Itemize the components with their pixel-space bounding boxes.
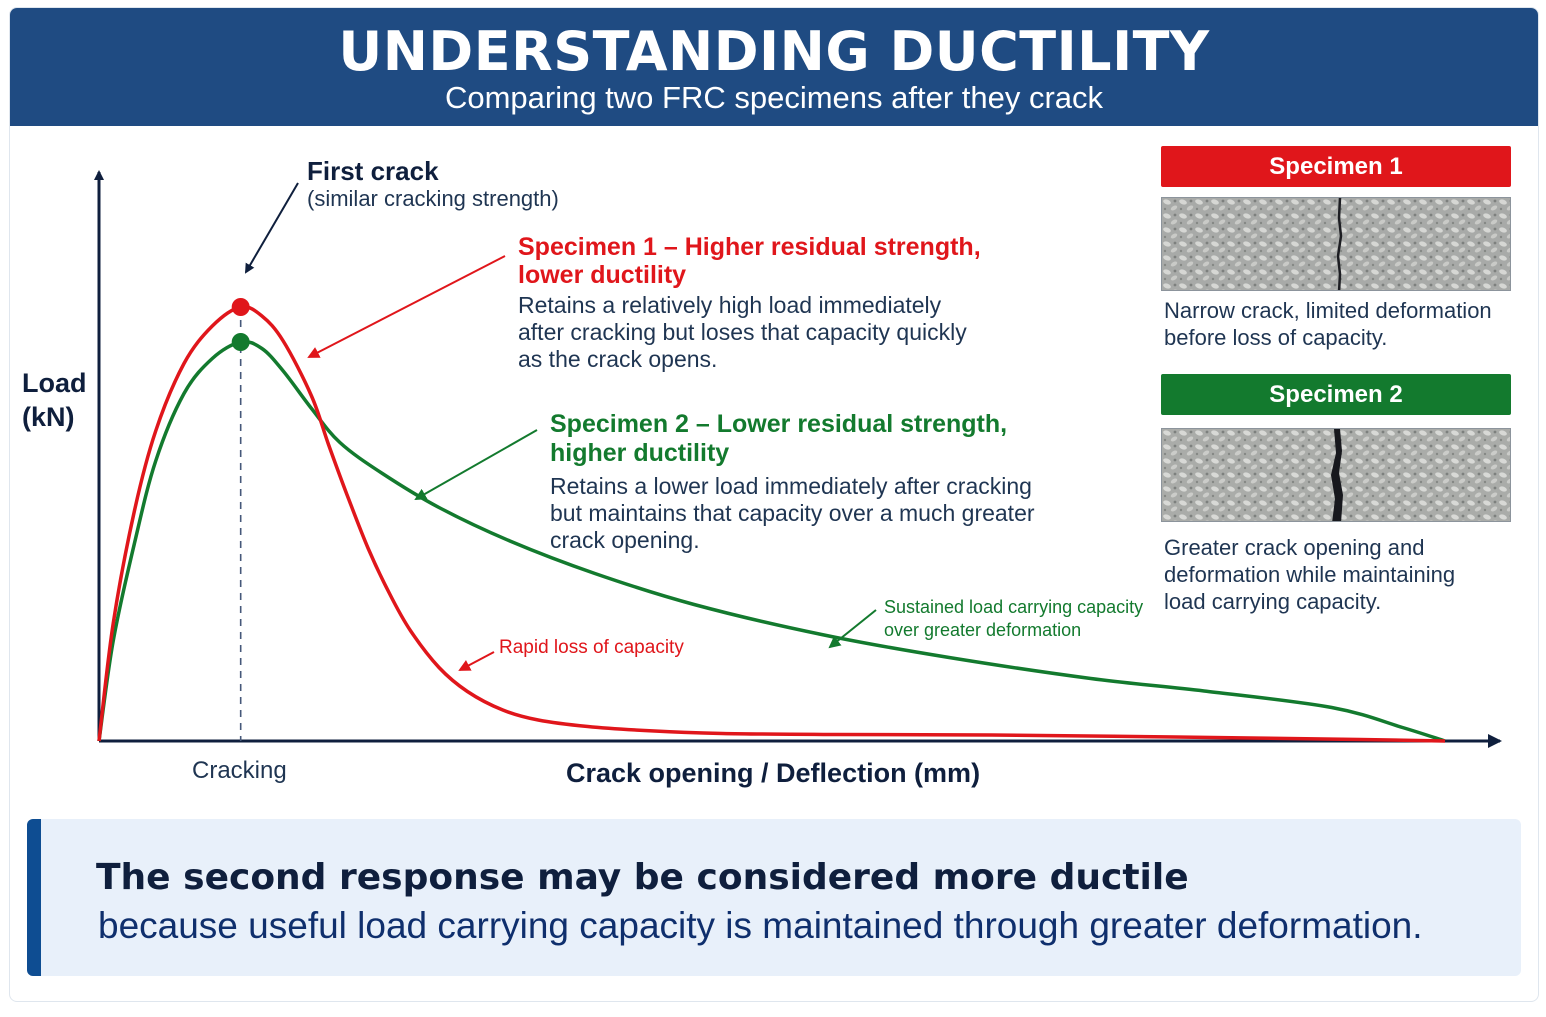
specimen-1-heading-line: Specimen 1 – Higher residual strength, <box>518 233 981 261</box>
specimen-2-description-line: crack opening. <box>550 527 700 553</box>
specimen-1-heading: Specimen 1 – Higher residual strength, l… <box>518 233 981 289</box>
specimen-2-arrow <box>414 429 538 500</box>
x-axis-label: Crack opening / Deflection (mm) <box>566 758 981 788</box>
sustained-capacity-label-line: Sustained load carrying capacity <box>884 597 1144 617</box>
specimen-1-caption-line: before loss of capacity. <box>1164 325 1388 350</box>
takeaway-callout: The second response may be considered mo… <box>27 819 1521 976</box>
specimen-1-peak-marker <box>231 298 250 316</box>
takeaway-body: because useful load carrying capacity is… <box>98 905 1423 946</box>
specimen-2-peak-marker <box>231 333 250 351</box>
specimen-2-description-line: but maintains that capacity over a much … <box>550 500 1035 526</box>
first-crack-sublabel: (similar cracking strength) <box>307 186 559 211</box>
first-crack-arrow <box>244 182 299 274</box>
specimen-1-caption: Narrow crack, limited deformation before… <box>1164 297 1492 351</box>
specimen-1-curve <box>97 304 1446 743</box>
sustained-capacity-label: Sustained load carrying capacity over gr… <box>884 596 1143 642</box>
specimen-2-caption: Greater crack opening and deformation wh… <box>1164 534 1455 615</box>
specimen-2-description: Retains a lower load immediately after c… <box>550 473 1035 554</box>
sustained-arrow <box>828 609 877 649</box>
specimen-2-heading-line: higher ductility <box>550 439 730 467</box>
specimen-1-description-line: as the crack opens. <box>518 346 718 372</box>
takeaway-accent-bar <box>27 819 41 976</box>
specimen-1-description-line: Retains a relatively high load immediate… <box>518 292 942 318</box>
specimen-2-heading-line: Specimen 2 – Lower residual strength, <box>550 410 1008 438</box>
rapid-loss-arrow <box>458 651 495 671</box>
page-title: UNDERSTANDING DUCTILITY <box>338 20 1210 83</box>
specimen-1-photo <box>1161 197 1511 291</box>
specimen-1-description-line: after cracking but loses that capacity q… <box>518 319 967 345</box>
specimen-1-heading-line: lower ductility <box>518 261 687 289</box>
header-banner: UNDERSTANDING DUCTILITY Comparing two FR… <box>10 8 1538 126</box>
specimen-2-badge: Specimen 2 <box>1161 374 1511 415</box>
specimen-1-arrow <box>307 255 506 358</box>
takeaway-heading: The second response may be considered mo… <box>96 857 1189 898</box>
specimen-2-photo <box>1161 428 1511 522</box>
specimen-2-heading: Specimen 2 – Lower residual strength, hi… <box>550 410 1007 468</box>
specimen-1-badge: Specimen 1 <box>1161 146 1511 187</box>
specimen-1-crack-image <box>1162 198 1510 290</box>
x-tick-label-cracking: Cracking <box>192 757 287 784</box>
specimen-2-crack-image <box>1162 429 1510 521</box>
y-axis-label: Load (kN) <box>22 366 87 434</box>
specimen-2-description-line: Retains a lower load immediately after c… <box>550 473 1032 499</box>
y-axis-label-line: Load <box>22 368 87 398</box>
specimen-2-caption-line: Greater crack opening and <box>1164 535 1425 560</box>
specimen-2-caption-line: load carrying capacity. <box>1164 589 1382 614</box>
specimen-2-caption-line: deformation while maintaining <box>1164 562 1456 587</box>
specimen-2-curve <box>97 339 1446 743</box>
rapid-loss-label: Rapid loss of capacity <box>499 637 684 658</box>
page-subtitle: Comparing two FRC specimens after they c… <box>444 80 1104 115</box>
specimen-1-description: Retains a relatively high load immediate… <box>518 292 967 373</box>
y-axis-label-line: (kN) <box>22 402 75 432</box>
specimen-1-caption-line: Narrow crack, limited deformation <box>1164 298 1492 323</box>
sustained-capacity-label-line: over greater deformation <box>884 620 1082 640</box>
first-crack-label: First crack <box>307 156 439 186</box>
